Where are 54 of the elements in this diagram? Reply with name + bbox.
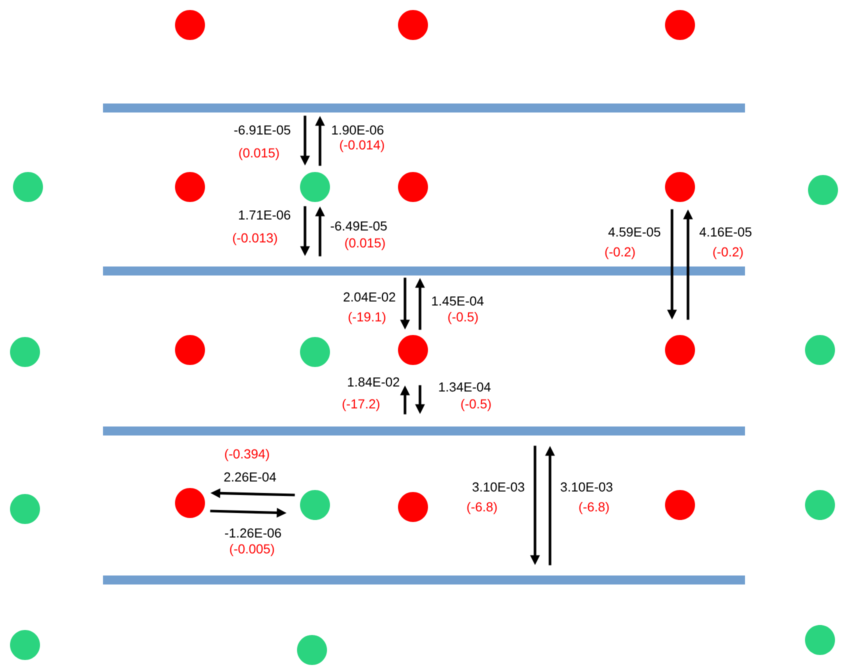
atom-dot bbox=[805, 625, 835, 655]
atom-dot bbox=[665, 10, 695, 40]
energy-label: (-6.8) bbox=[579, 502, 609, 514]
layer-band bbox=[103, 104, 745, 112]
edge-label: 3.10E-03 bbox=[472, 482, 524, 492]
edge-label: -6.49E-05 bbox=[330, 221, 387, 231]
energy-label: (-0.005) bbox=[230, 544, 274, 556]
energy-label: (-0.013) bbox=[233, 232, 277, 246]
edge-label: 3.10E-03 bbox=[560, 482, 612, 492]
edge-label: 1.34E-04 bbox=[439, 382, 491, 392]
layer-band bbox=[103, 576, 745, 584]
atom-dot bbox=[300, 337, 330, 367]
atom-dot bbox=[665, 335, 695, 365]
atom-dot bbox=[175, 335, 205, 365]
edge-label: -6.91E-05 bbox=[234, 125, 290, 135]
edge-label: 2.04E-02 bbox=[344, 292, 396, 302]
atom-dot bbox=[398, 335, 428, 365]
energy-label: (0.015) bbox=[239, 148, 279, 160]
atom-dot bbox=[665, 490, 695, 520]
atom-dot bbox=[175, 10, 205, 40]
edge-label: 1.90E-06 bbox=[332, 125, 384, 135]
energy-label: (0.015) bbox=[345, 238, 385, 250]
edge-label: 1.45E-04 bbox=[432, 296, 484, 306]
atom-dot bbox=[10, 630, 40, 660]
edge-label: 1.84E-02 bbox=[348, 377, 400, 387]
atom-dot bbox=[300, 172, 330, 202]
atom-dot bbox=[398, 172, 428, 202]
atom-dot bbox=[300, 490, 330, 520]
layer-band bbox=[103, 426, 745, 436]
energy-label: (-0.5) bbox=[448, 312, 478, 324]
atom-dot bbox=[10, 494, 40, 524]
energy-label: (-19.1) bbox=[348, 312, 386, 324]
atom-dot bbox=[175, 488, 205, 518]
edge-label: 4.16E-05 bbox=[700, 227, 752, 237]
atom-dot bbox=[13, 172, 43, 202]
atom-dot bbox=[175, 172, 205, 202]
atom-dot bbox=[805, 490, 835, 520]
atom-dot bbox=[665, 172, 695, 202]
atom-dot bbox=[398, 492, 428, 522]
edge-label: 4.59E-05 bbox=[608, 227, 660, 237]
atom-dot bbox=[297, 635, 327, 665]
edge-label: 1.71E-06 bbox=[239, 210, 290, 220]
atom-dot bbox=[808, 175, 838, 205]
energy-label: (-6.8) bbox=[467, 502, 497, 514]
energy-label: (-0.5) bbox=[461, 398, 491, 412]
atom-dot bbox=[10, 337, 40, 367]
edge-label: 2.26E-04 bbox=[224, 472, 276, 482]
energy-label: (-17.2) bbox=[342, 398, 380, 412]
energy-label: (-0.394) bbox=[225, 448, 269, 462]
energy-label: (-0.014) bbox=[340, 140, 384, 152]
atom-dot bbox=[398, 10, 428, 40]
layer-band bbox=[103, 266, 745, 276]
atom-dot bbox=[805, 335, 835, 365]
edge-label: -1.26E-06 bbox=[225, 528, 281, 538]
